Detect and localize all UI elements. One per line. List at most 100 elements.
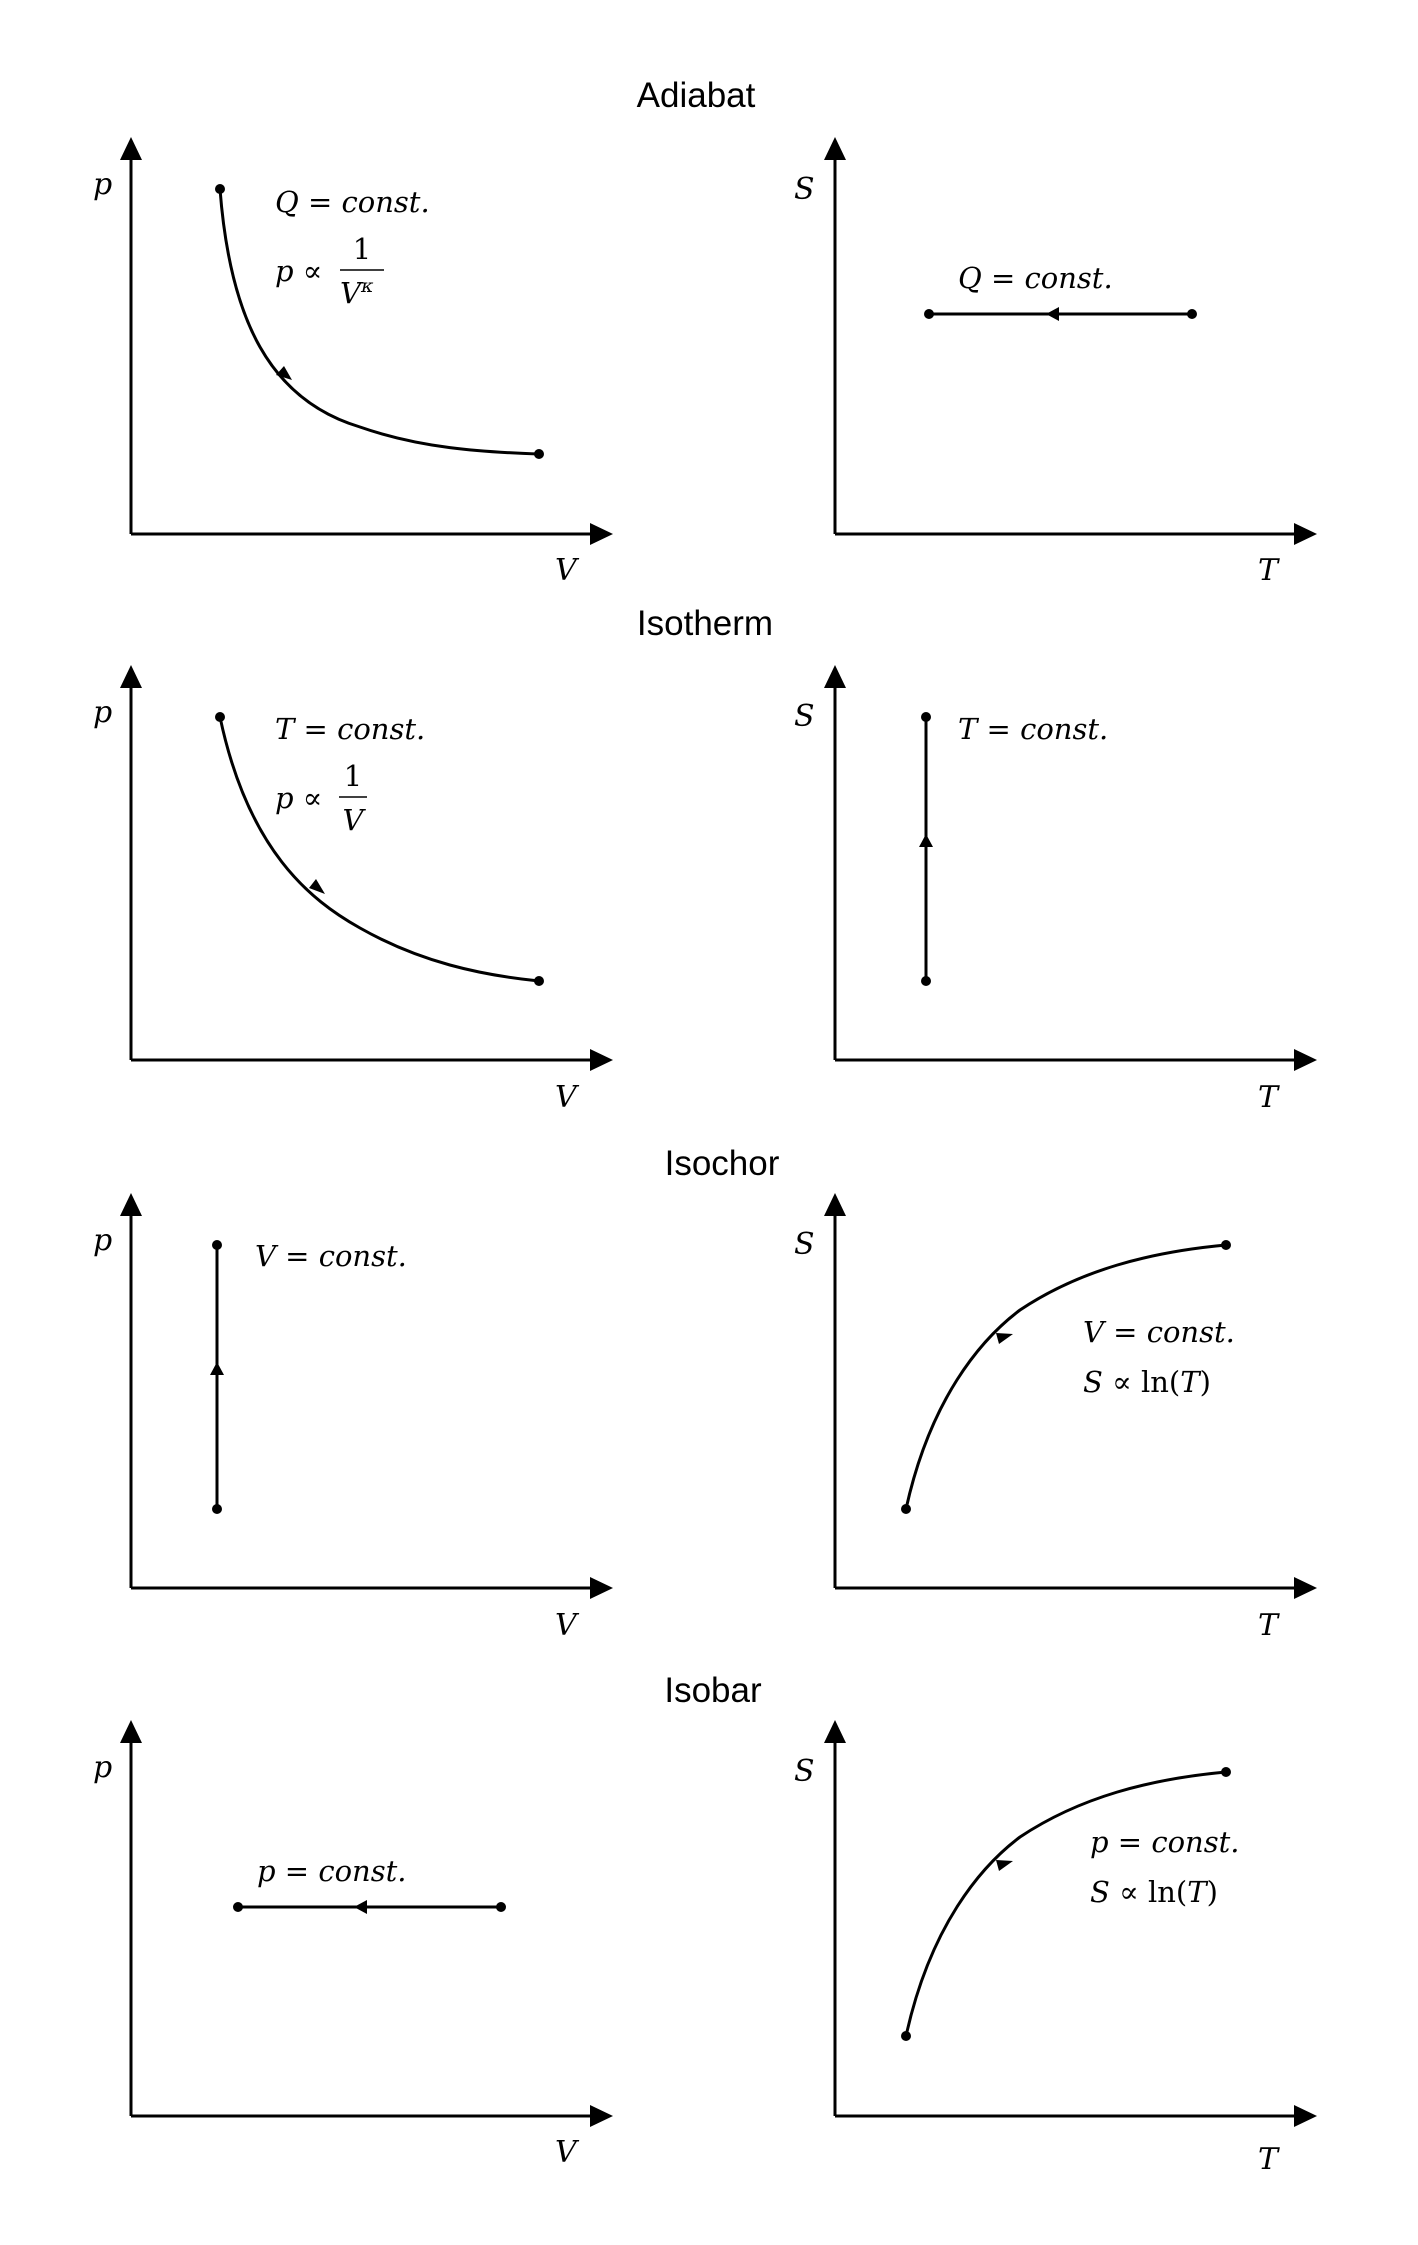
- process-direction-arrow-icon: [996, 1333, 1013, 1344]
- state-point-start: [901, 2031, 911, 2041]
- y-axis-label: S: [794, 699, 815, 734]
- x-axis-label: T: [1258, 553, 1280, 588]
- x-axis-label: V: [555, 553, 580, 588]
- y-axis-label: p: [93, 1750, 112, 1785]
- state-point-start: [921, 976, 931, 986]
- process-direction-arrow-icon: [354, 1900, 367, 1914]
- x-axis-label: V: [555, 2135, 580, 2170]
- ts-diagram-isobar: S T p = const. S ∝ ln(T): [794, 1720, 1317, 2177]
- x-axis-arrow-icon: [1294, 1577, 1317, 1599]
- annotation-proportionality-isotherm: p ∝ 1 V: [275, 759, 367, 837]
- state-point-end: [1221, 1240, 1231, 1250]
- svg-text:T = const.: T = const.: [958, 712, 1108, 746]
- svg-text:1: 1: [344, 759, 362, 793]
- process-curve: [904, 1243, 1227, 1510]
- annotation-p-const: p = const.: [1090, 1825, 1239, 1859]
- x-axis-arrow-icon: [590, 2105, 613, 2127]
- process-direction-arrow-icon: [996, 1860, 1013, 1871]
- section-title-adiabat: Adiabat: [637, 76, 756, 115]
- y-axis-arrow-icon: [120, 137, 142, 160]
- x-axis-arrow-icon: [1294, 2105, 1317, 2127]
- x-axis-label: T: [1258, 2142, 1280, 2177]
- annotation-proportionality-adiabat: p ∝ 1 Vκ: [275, 232, 384, 310]
- state-point-end: [534, 976, 544, 986]
- process-direction-arrow-icon: [1046, 307, 1059, 321]
- state-point-end: [921, 712, 931, 722]
- y-axis-arrow-icon: [824, 1720, 846, 1743]
- ts-diagram-adiabat: S T Q = const.: [794, 137, 1317, 588]
- y-axis-arrow-icon: [824, 137, 846, 160]
- annotation-s-ln-t: S ∝ ln(T): [1083, 1365, 1211, 1399]
- x-axis-arrow-icon: [1294, 1049, 1317, 1071]
- x-axis-label: V: [555, 1080, 580, 1115]
- section-title-isobar: Isobar: [664, 1671, 762, 1710]
- process-direction-arrow-icon: [309, 879, 325, 894]
- y-axis-arrow-icon: [824, 665, 846, 688]
- annotation-t-const: T = const.: [958, 712, 1108, 746]
- state-point-end: [212, 1240, 222, 1250]
- state-point-end: [534, 449, 544, 459]
- x-axis-arrow-icon: [590, 1577, 613, 1599]
- state-point-start: [212, 1504, 222, 1514]
- svg-text:Q = const.: Q = const.: [958, 261, 1113, 295]
- state-point-start: [215, 184, 225, 194]
- annotation-v-const: V = const.: [255, 1239, 407, 1273]
- annotation-v-const: V = const.: [1083, 1315, 1235, 1349]
- ts-diagram-isochor: S T V = const. S ∝ ln(T): [794, 1193, 1317, 1643]
- state-point-start: [496, 1902, 506, 1912]
- x-axis-arrow-icon: [590, 1049, 613, 1071]
- svg-text:Vκ: Vκ: [340, 275, 374, 310]
- section-isochor: Isochor p V V = const. S T: [93, 1144, 1317, 1643]
- annotation-q-const: Q = const.: [958, 261, 1113, 295]
- section-title-isochor: Isochor: [665, 1144, 780, 1183]
- annotation-q-const: Q = const.: [275, 185, 430, 219]
- pv-diagram-adiabat: p V Q = const. p ∝ 1 Vκ: [93, 137, 613, 588]
- state-point-start: [1187, 309, 1197, 319]
- process-curve: [904, 1770, 1227, 2037]
- section-isobar: Isobar p V p = const. S T: [93, 1671, 1317, 2177]
- svg-text:p ∝: p ∝: [275, 254, 322, 288]
- y-axis-label: S: [794, 172, 815, 207]
- annotation-t-const: T = const.: [275, 712, 425, 746]
- process-curve: [218, 188, 540, 456]
- svg-text:V = const.: V = const.: [255, 1239, 407, 1273]
- pv-diagram-isochor: p V V = const.: [93, 1193, 613, 1643]
- process-direction-arrow-icon: [919, 834, 933, 847]
- y-axis-label: p: [93, 167, 112, 202]
- state-point-end: [924, 309, 934, 319]
- y-axis-arrow-icon: [824, 1193, 846, 1216]
- section-adiabat: Adiabat p V Q = const. p ∝ 1 Vκ: [93, 76, 1317, 588]
- x-axis-arrow-icon: [1294, 523, 1317, 545]
- ts-diagram-isotherm: S T T = const.: [794, 665, 1317, 1115]
- pv-diagram-isobar: p V p = const.: [93, 1720, 613, 2170]
- x-axis-label: T: [1258, 1080, 1280, 1115]
- section-isotherm: Isotherm p V T = const. p ∝ 1 V: [93, 604, 1317, 1115]
- y-axis-label: S: [794, 1754, 815, 1789]
- pv-diagram-isotherm: p V T = const. p ∝ 1 V: [93, 665, 613, 1115]
- process-direction-arrow-icon: [210, 1362, 224, 1375]
- y-axis-arrow-icon: [120, 1720, 142, 1743]
- x-axis-label: T: [1258, 1608, 1280, 1643]
- y-axis-label: p: [93, 695, 112, 730]
- annotation-p-const: p = const.: [257, 1854, 406, 1888]
- svg-text:p = const.: p = const.: [257, 1854, 406, 1888]
- state-point-end: [233, 1902, 243, 1912]
- y-axis-arrow-icon: [120, 665, 142, 688]
- svg-text:V = const.: V = const.: [1083, 1315, 1235, 1349]
- svg-text:1: 1: [353, 232, 371, 266]
- y-axis-label: p: [93, 1223, 112, 1258]
- svg-text:p ∝: p ∝: [275, 781, 322, 815]
- svg-text:S ∝ ln(T): S ∝ ln(T): [1083, 1365, 1211, 1399]
- x-axis-arrow-icon: [590, 523, 613, 545]
- annotation-s-ln-t: S ∝ ln(T): [1090, 1875, 1218, 1909]
- svg-text:T = const.: T = const.: [275, 712, 425, 746]
- state-point-end: [1221, 1767, 1231, 1777]
- x-axis-label: V: [555, 1608, 580, 1643]
- process-curve: [218, 716, 540, 983]
- svg-text:S ∝ ln(T): S ∝ ln(T): [1090, 1875, 1218, 1909]
- y-axis-label: S: [794, 1227, 815, 1262]
- process-direction-arrow-icon: [276, 366, 292, 380]
- state-point-start: [901, 1504, 911, 1514]
- y-axis-arrow-icon: [120, 1193, 142, 1216]
